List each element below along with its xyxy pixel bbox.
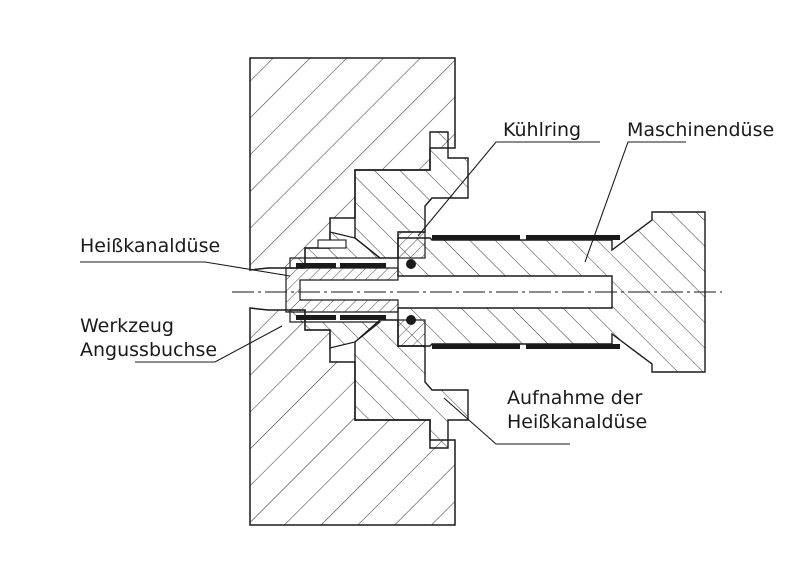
- leader-kuehlring: [417, 141, 600, 237]
- label-heisskanalduese: Heißkanaldüse: [80, 235, 220, 257]
- leader-maschinenduese: [584, 141, 686, 263]
- label-maschinenduese: Maschinendüse: [627, 119, 774, 141]
- dowel-pin: [317, 239, 347, 249]
- label-aufnahme-heisskanalduese: Heißkanaldüse: [507, 411, 647, 433]
- leader-heisskanalduese: [80, 261, 291, 277]
- nozzle-heater-bot-b: [340, 315, 386, 320]
- label-angussbuchse: Angussbuchse: [80, 339, 217, 361]
- hot-runner-nozzle: [285, 267, 399, 313]
- nozzle-holder-upper: [354, 131, 469, 259]
- nozzle-heater-top-b: [340, 263, 386, 268]
- sprue-bushing-lower: [289, 309, 382, 349]
- label-aufnahme-der: Aufnahme der: [507, 387, 642, 409]
- machine-heater-bot-a: [432, 344, 520, 349]
- machine-heater-top-b: [526, 235, 620, 240]
- nozzle-heater-bot-a: [296, 315, 336, 320]
- machine-nozzle: [397, 211, 706, 373]
- mould-plate-upper: [249, 57, 456, 271]
- leader-werkzeug: [135, 325, 283, 363]
- machine-heater-top-a: [432, 235, 520, 240]
- nozzle-heater-top-a: [296, 263, 336, 268]
- machine-heater-bot-b: [526, 344, 620, 349]
- label-werkzeug: Werkzeug: [80, 315, 174, 337]
- label-kuehlring: Kühlring: [503, 119, 581, 141]
- leader-aufnahme: [443, 397, 570, 445]
